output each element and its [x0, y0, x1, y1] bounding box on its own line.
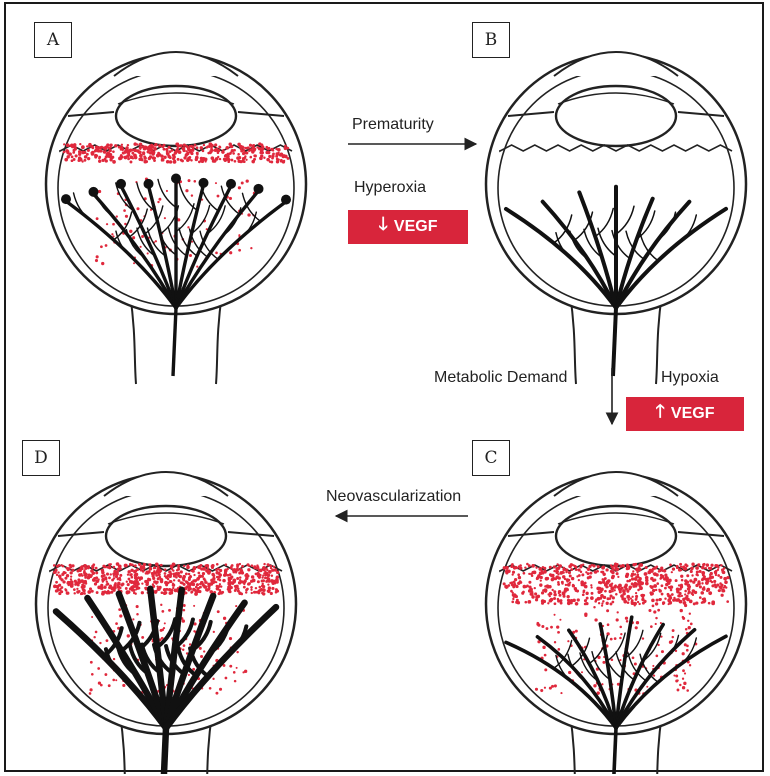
lens-d: [106, 506, 226, 566]
eye-c: [486, 472, 746, 774]
cornea-b: [554, 52, 678, 76]
neovascularization-label: Neovascularization: [326, 488, 461, 506]
rop-diagram-figure: A B C D Prematurity Hyperoxia 🡓 VEGF Met…: [4, 2, 764, 772]
prematurity-label: Prematurity: [352, 116, 434, 134]
vegf-decrease-label: VEGF: [394, 218, 438, 236]
lens-b: [556, 86, 676, 146]
up-arrow-icon: 🡑: [656, 399, 665, 429]
lens-a: [116, 86, 236, 146]
panel-label-d: D: [22, 440, 60, 476]
vegf-decrease-badge: 🡓 VEGF: [348, 210, 468, 244]
hypoxia-label: Hypoxia: [661, 369, 719, 387]
cornea-a: [114, 52, 238, 76]
panel-label-b: B: [472, 22, 510, 58]
metabolic-demand-label: Metabolic Demand: [434, 369, 567, 387]
cornea-c: [554, 472, 678, 496]
hyperoxia-label: Hyperoxia: [354, 179, 426, 197]
eye-d: [36, 472, 296, 774]
eye-a: [46, 52, 306, 384]
down-arrow-icon: 🡓: [379, 212, 388, 242]
lens-c: [556, 506, 676, 566]
vegf-increase-badge: 🡑 VEGF: [626, 397, 744, 431]
cornea-d: [104, 472, 228, 496]
panel-label-c: C: [472, 440, 510, 476]
panel-label-a: A: [34, 22, 72, 58]
vegf-increase-label: VEGF: [671, 405, 715, 423]
eye-b: [486, 52, 746, 384]
